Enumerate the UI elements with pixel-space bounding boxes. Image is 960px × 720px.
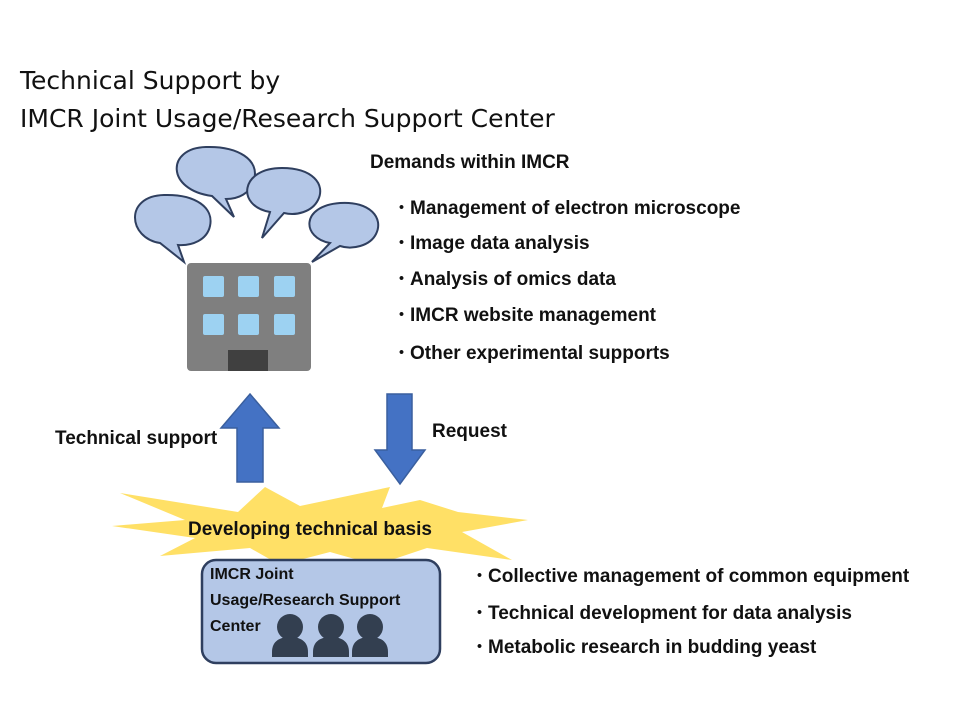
developing-basis-label: Developing technical basis — [188, 519, 432, 540]
technical-support-label: Technical support — [55, 428, 218, 449]
demands-heading: Demands within IMCR — [370, 152, 570, 173]
people-icon — [272, 614, 388, 657]
speech-bubble-icon — [246, 166, 322, 239]
demands-item-label: Analysis of omics data — [410, 269, 616, 290]
demands-item-label: Management of electron microscope — [410, 198, 741, 219]
title-line-2: IMCR Joint Usage/Research Support Center — [20, 104, 555, 133]
demands-item-label: IMCR website management — [410, 305, 656, 326]
support-center-name: IMCR Joint Usage/Research Support Center — [210, 566, 401, 635]
speech-bubble-icon — [134, 193, 212, 265]
bullet: ・ — [392, 233, 412, 254]
bullet: ・ — [470, 566, 490, 587]
bullet: ・ — [470, 637, 490, 658]
demands-item: ・Other experimental supports — [392, 338, 670, 365]
demands-item-label: Other experimental supports — [410, 343, 670, 364]
page-title: Technical Support by IMCR Joint Usage/Re… — [20, 62, 555, 138]
bullet: ・ — [470, 603, 490, 624]
up-arrow-icon — [219, 392, 281, 483]
building-icon — [187, 263, 311, 371]
demands-item: ・Management of electron microscope — [392, 193, 740, 220]
center-activity-label: Metabolic research in budding yeast — [488, 637, 817, 658]
support-center-box — [200, 558, 442, 665]
demands-item: ・IMCR website management — [392, 300, 656, 327]
center-activity-item: ・Technical development for data analysis — [470, 598, 852, 625]
down-arrow-icon — [373, 393, 427, 486]
demands-item: ・Analysis of omics data — [392, 264, 616, 291]
bullet: ・ — [392, 343, 412, 364]
speech-bubble-icon — [308, 201, 380, 263]
speech-bubble-group — [134, 145, 380, 265]
bullet: ・ — [392, 198, 412, 219]
demands-item-label: Image data analysis — [410, 233, 590, 254]
starburst-shape — [112, 487, 528, 565]
request-label: Request — [432, 421, 507, 442]
center-activity-label: Technical development for data analysis — [488, 603, 852, 624]
center-activity-item: ・Metabolic research in budding yeast — [470, 632, 816, 659]
person-icon — [352, 614, 388, 657]
person-icon — [272, 614, 308, 657]
speech-bubble-icon — [175, 145, 256, 218]
bullet: ・ — [392, 305, 412, 326]
bullet: ・ — [392, 269, 412, 290]
person-icon — [313, 614, 349, 657]
title-line-1: Technical Support by — [20, 66, 281, 95]
center-activity-label: Collective management of common equipmen… — [488, 566, 910, 587]
center-activity-item: ・Collective management of common equipme… — [470, 561, 909, 588]
demands-item: ・Image data analysis — [392, 228, 590, 255]
